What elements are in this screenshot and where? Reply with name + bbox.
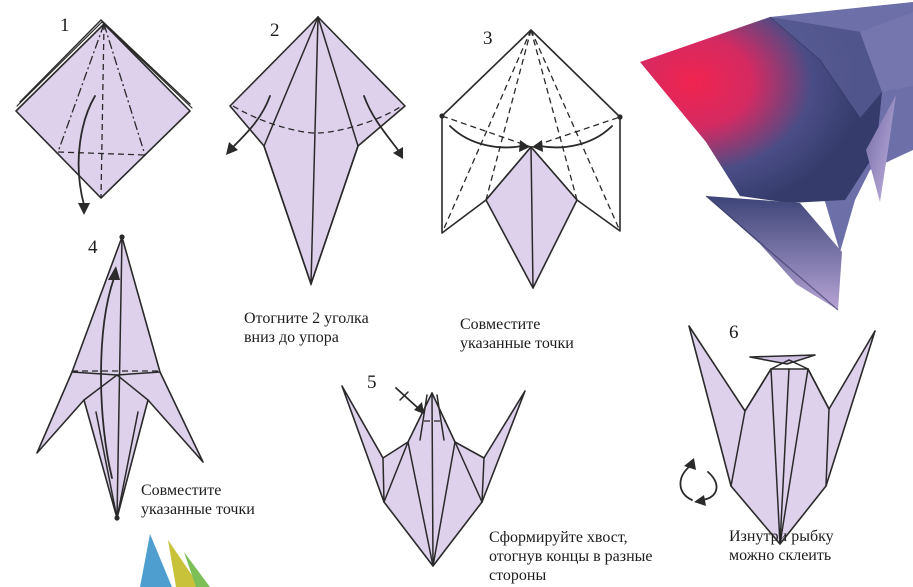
step-5-caption: Сформируйте хвост, отогнув концы в разны… [489,528,652,585]
step-6-caption-line-1: Изнутри рыбку [729,527,834,546]
pencil-tips-photo [140,534,210,587]
step-6-caption: Изнутри рыбку можно склеить [729,527,834,565]
finished-fish-photo [640,2,913,310]
step-5-number: 5 [367,372,377,394]
step-4-diagram [37,234,203,520]
step-3-caption-line-1: Совместите [460,315,574,334]
step-5-caption-line-3: стороны [489,566,652,585]
step-2-number: 2 [270,20,280,42]
step-5-caption-line-2: отогнув концы в разные [489,547,652,566]
step-4-caption: Совместите указанные точки [141,481,255,519]
step-2-caption-line-2: вниз до упора [244,328,369,347]
step-6-diagram [680,326,875,544]
step-5-caption-line-1: Сформируйте хвост, [489,528,652,547]
step-1-number: 1 [60,15,70,37]
step-3-diagram [439,30,622,288]
step-4-caption-line-1: Совместите [141,481,255,500]
step-2-caption-line-1: Отогните 2 уголка [244,309,369,328]
step-3-caption: Совместите указанные точки [460,315,574,353]
step-2-diagram [226,17,405,284]
step-3-caption-line-2: указанные точки [460,334,574,353]
step-2-caption: Отогните 2 уголка вниз до упора [244,309,369,347]
step-4-number: 4 [88,237,98,259]
step-6-number: 6 [729,322,739,344]
step-4-caption-line-2: указанные точки [141,500,255,519]
step-6-caption-line-2: можно склеить [729,546,834,565]
step-3-number: 3 [483,28,493,50]
step-1-diagram [16,20,192,215]
